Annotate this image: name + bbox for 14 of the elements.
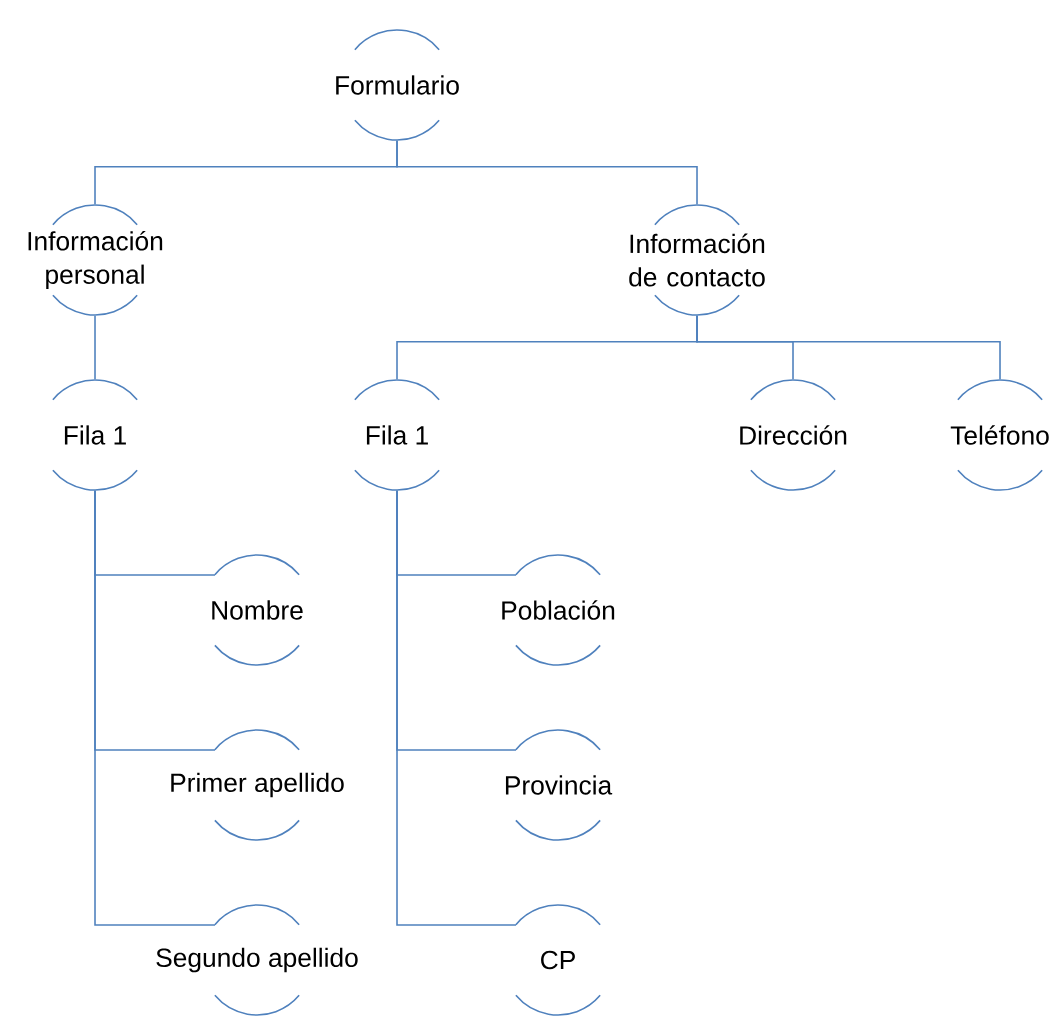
circle-node: Información personal xyxy=(28,204,163,316)
connector-line xyxy=(396,140,698,205)
circle-node: Teléfono xyxy=(950,379,1049,491)
circle-node: Segundo apellido xyxy=(156,904,358,1016)
connector-line xyxy=(94,315,96,380)
circle-node: Provincia xyxy=(505,729,613,841)
connector-line xyxy=(696,315,1001,380)
circle-node: Formulario xyxy=(336,29,459,141)
circle-node: Dirección xyxy=(740,379,847,491)
connector-line xyxy=(94,490,216,926)
connector-line xyxy=(396,490,517,926)
circle-node: Información de contacto xyxy=(629,204,765,316)
circle-node: Primer apellido xyxy=(171,729,344,841)
circle-node: Población xyxy=(502,554,615,666)
